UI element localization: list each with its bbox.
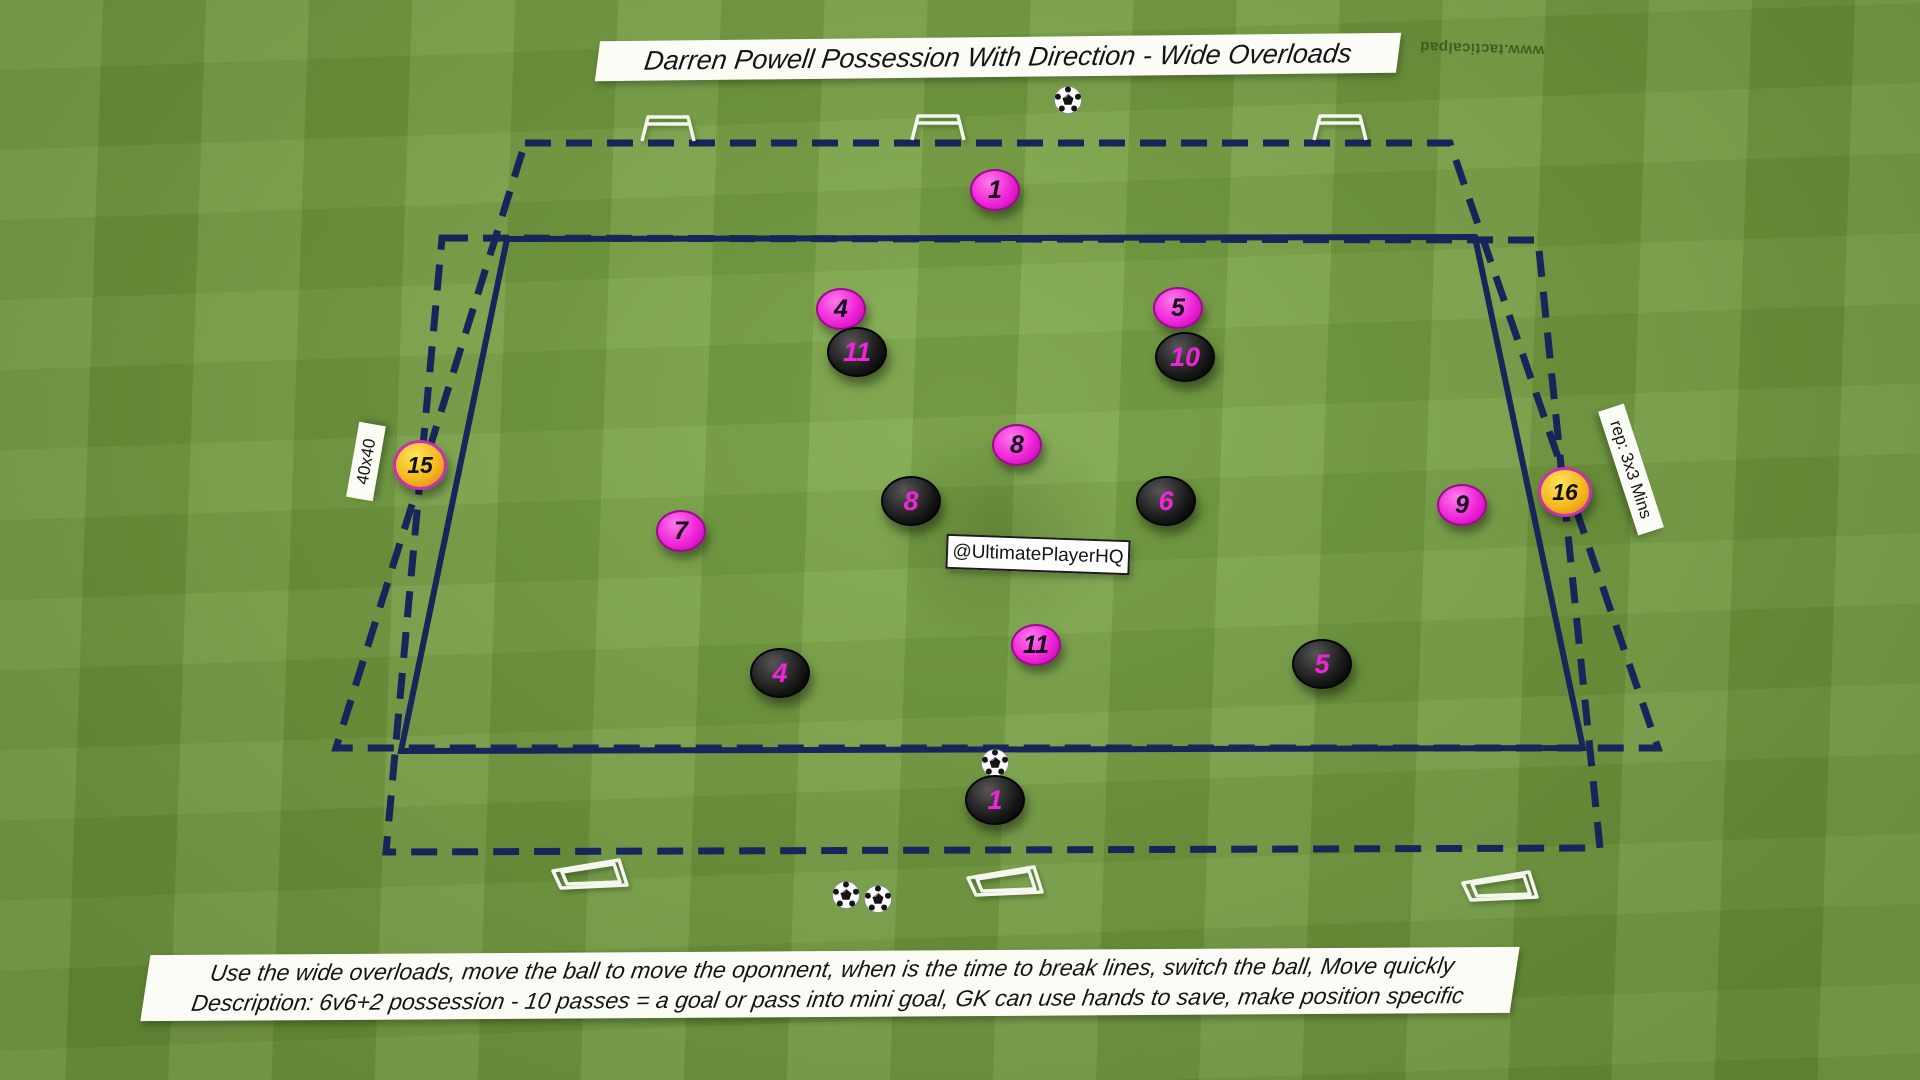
description-box[interactable]: Use the wide overloads, move the ball to…: [140, 946, 1520, 1022]
back-dashed-zone: [331, 139, 1663, 752]
soccer-ball[interactable]: [864, 885, 892, 913]
player-token-black-4[interactable]: 4: [750, 648, 810, 698]
player-token-magenta-1[interactable]: 1: [970, 169, 1020, 211]
player-token-magenta-5[interactable]: 5: [1153, 287, 1203, 329]
ball-token-15[interactable]: 15: [393, 440, 447, 490]
mini-goal-top[interactable]: [640, 115, 696, 142]
player-token-black-5[interactable]: 5: [1292, 639, 1352, 689]
mini-goal-bottom[interactable]: [1461, 870, 1539, 902]
player-token-black-6[interactable]: 6: [1136, 476, 1196, 526]
mini-goal-top[interactable]: [1312, 114, 1368, 141]
front-dashed-zone: [382, 234, 1604, 856]
player-token-magenta-11[interactable]: 11: [1011, 624, 1061, 666]
player-token-magenta-9[interactable]: 9: [1437, 484, 1487, 526]
ball-token-16[interactable]: 16: [1538, 467, 1592, 517]
player-token-black-8[interactable]: 8: [881, 476, 941, 526]
session-title[interactable]: Darren Powell Possession With Direction …: [594, 32, 1402, 82]
soccer-ball[interactable]: [1054, 86, 1082, 114]
soccer-ball[interactable]: [832, 881, 860, 909]
player-token-black-10[interactable]: 10: [1155, 332, 1215, 382]
mini-goal-bottom[interactable]: [966, 865, 1044, 897]
player-token-magenta-4[interactable]: 4: [816, 288, 866, 330]
player-token-black-11[interactable]: 11: [827, 327, 887, 377]
mini-goal-top[interactable]: [910, 114, 966, 141]
player-token-black-1[interactable]: 1: [965, 775, 1025, 825]
description-line: Description: 6v6+2 possession - 10 passe…: [189, 982, 1466, 1016]
solid-zone: [397, 233, 1587, 755]
mini-goal-bottom[interactable]: [551, 858, 629, 890]
social-handle-label[interactable]: @UltimatePlayerHQ: [945, 533, 1131, 576]
player-token-magenta-7[interactable]: 7: [656, 510, 706, 552]
soccer-ball[interactable]: [981, 749, 1009, 777]
player-token-magenta-8[interactable]: 8: [992, 424, 1042, 466]
